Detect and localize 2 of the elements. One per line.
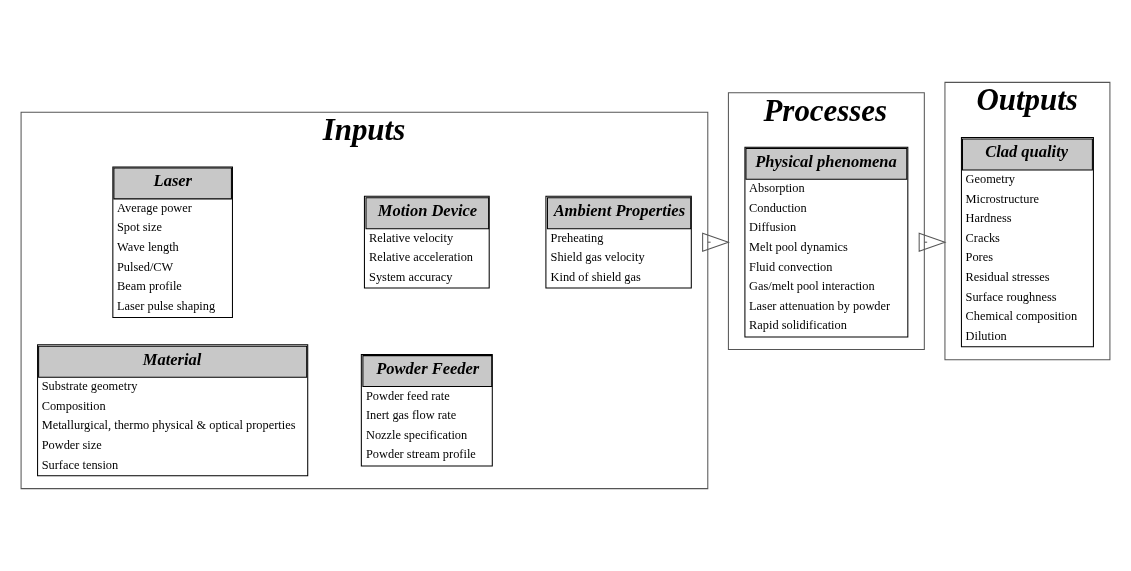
arrow xyxy=(918,232,947,252)
arrow xyxy=(702,232,730,252)
